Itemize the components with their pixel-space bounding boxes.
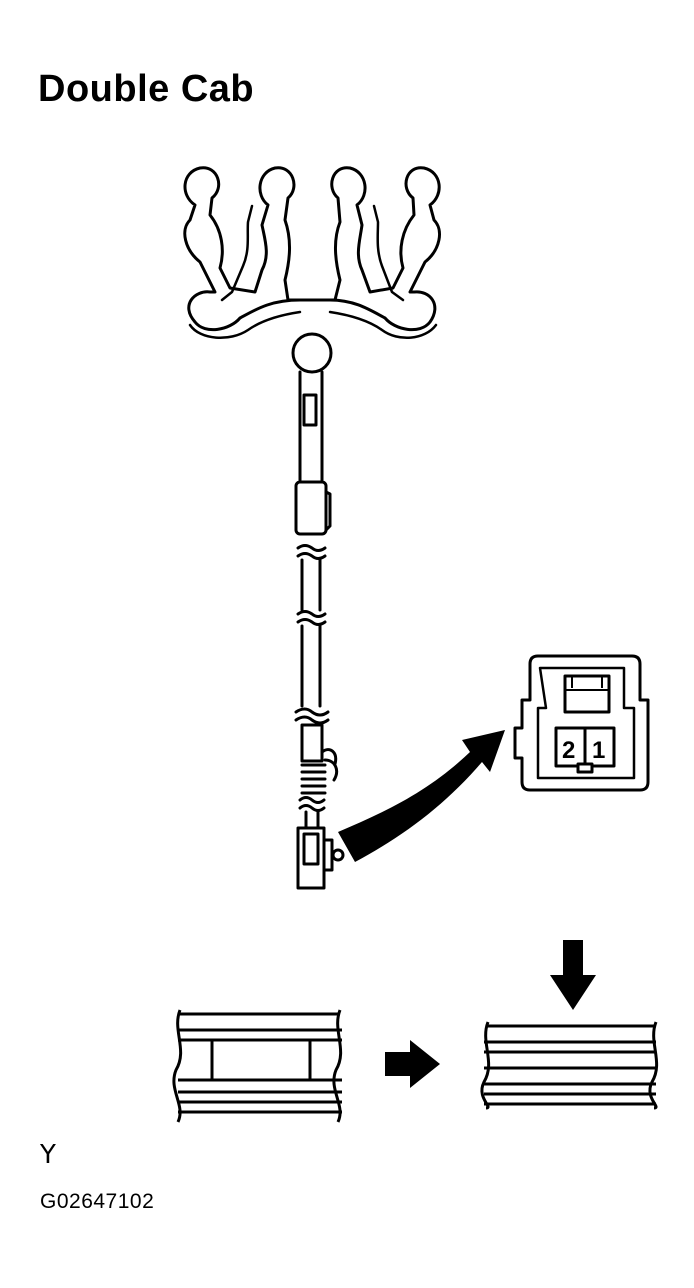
glass-edge-after	[480, 1021, 659, 1110]
pin-2-label: 2	[562, 737, 575, 764]
diagram-title: Double Cab	[38, 68, 255, 110]
marking-label: Y	[40, 1140, 56, 1170]
callout-arrow	[338, 730, 505, 862]
heater-element	[183, 166, 441, 374]
pin-1-label: 1	[592, 737, 605, 764]
process-arrow	[385, 1040, 440, 1088]
figure-code: G02647102	[40, 1190, 155, 1213]
lead-wire	[294, 370, 345, 890]
press-arrow	[550, 940, 596, 1010]
connector-front-view	[513, 654, 650, 792]
glass-edge-before	[172, 1009, 343, 1123]
